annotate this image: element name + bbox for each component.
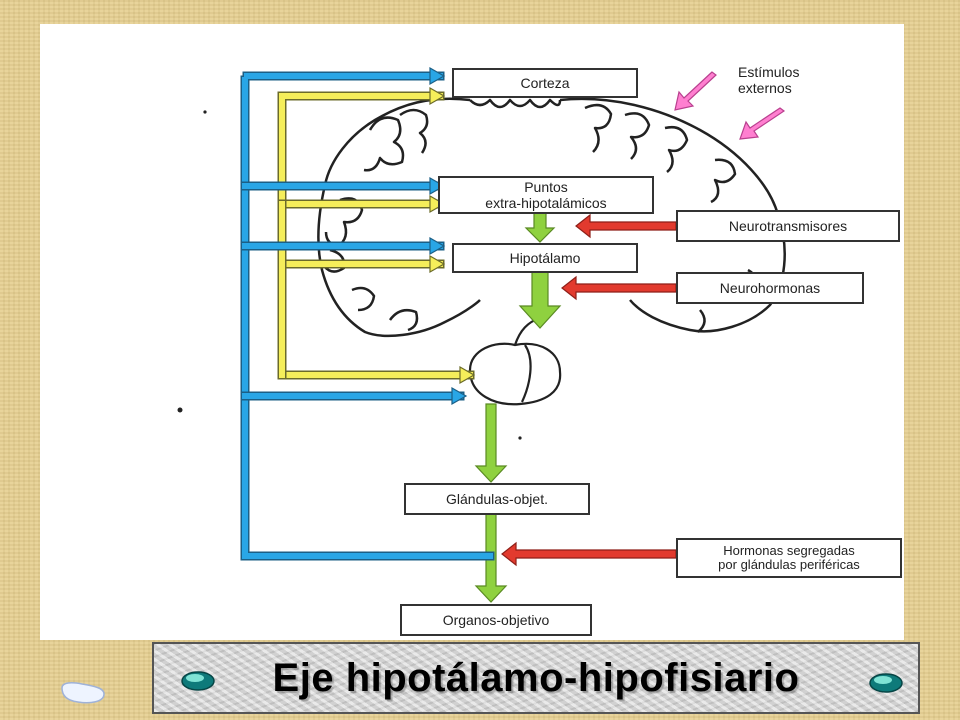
box-organos-label: Organos-objetivo <box>442 612 550 628</box>
estimulos-externos-label: Estímulos externos <box>738 64 799 96</box>
box-puntos-extra-hipotalamicos: Puntos extra-hipotalámicos <box>438 176 654 214</box>
red-arrows <box>501 213 677 567</box>
box-neurotransmisores-label: Neurotransmisores <box>728 218 848 234</box>
mark-dot-2 <box>203 110 207 114</box>
green-arrow-hipotalamo-pituitary <box>518 271 562 329</box>
box-corteza-label: Corteza <box>520 75 570 91</box>
box-hormonas-line2: por glándulas periféricas <box>718 557 860 572</box>
box-hormonas-segregadas: Hormonas segregadas por glándulas perifé… <box>676 538 902 578</box>
box-hipotalamo: Hipotálamo <box>452 243 638 273</box>
slide-title: Eje hipotálamo-hipofisiario <box>272 655 800 700</box>
red-arrow-neurohormonas <box>561 275 677 301</box>
gem-icon <box>869 673 903 693</box>
pink-arrow-1 <box>674 71 717 111</box>
yellow-paths <box>277 86 476 385</box>
box-hipotalamo-label: Hipotálamo <box>509 250 581 266</box>
box-hormonas-line1: Hormonas segregadas <box>723 543 855 558</box>
red-arrow-hormonas <box>501 541 677 567</box>
box-puntos-line1: Puntos <box>524 179 568 195</box>
estimulos-line2: externos <box>738 80 792 96</box>
pituitary-sketch <box>468 316 562 406</box>
red-arrow-neurotransmisores <box>575 213 677 239</box>
brain-outline <box>317 97 786 338</box>
box-puntos-line2: extra-hipotalámicos <box>485 195 607 211</box>
box-neurohormonas: Neurohormonas <box>676 272 864 304</box>
green-arrow-pituitary-glandulas <box>474 403 508 483</box>
speech-bubble-icon <box>61 682 105 704</box>
box-glandulas-objet: Glándulas-objet. <box>404 483 590 515</box>
mark-dot-1 <box>177 407 183 413</box>
green-arrow-puntos-hipotalamo <box>524 211 556 243</box>
box-neurotransmisores: Neurotransmisores <box>676 210 900 242</box>
blue-paths <box>240 66 495 561</box>
box-organos-objetivo: Organos-objetivo <box>400 604 592 636</box>
estimulos-line1: Estímulos <box>738 64 800 80</box>
gem-icon <box>181 671 215 691</box>
pink-arrows <box>674 71 786 140</box>
box-neurohormonas-label: Neurohormonas <box>719 280 821 296</box>
mark-dot-3 <box>518 436 522 440</box>
pink-arrow-2 <box>739 107 786 140</box>
title-bar: Eje hipotálamo-hipofisiario <box>152 642 920 714</box>
box-glandulas-label: Glándulas-objet. <box>446 491 548 507</box>
box-corteza: Corteza <box>452 68 638 98</box>
